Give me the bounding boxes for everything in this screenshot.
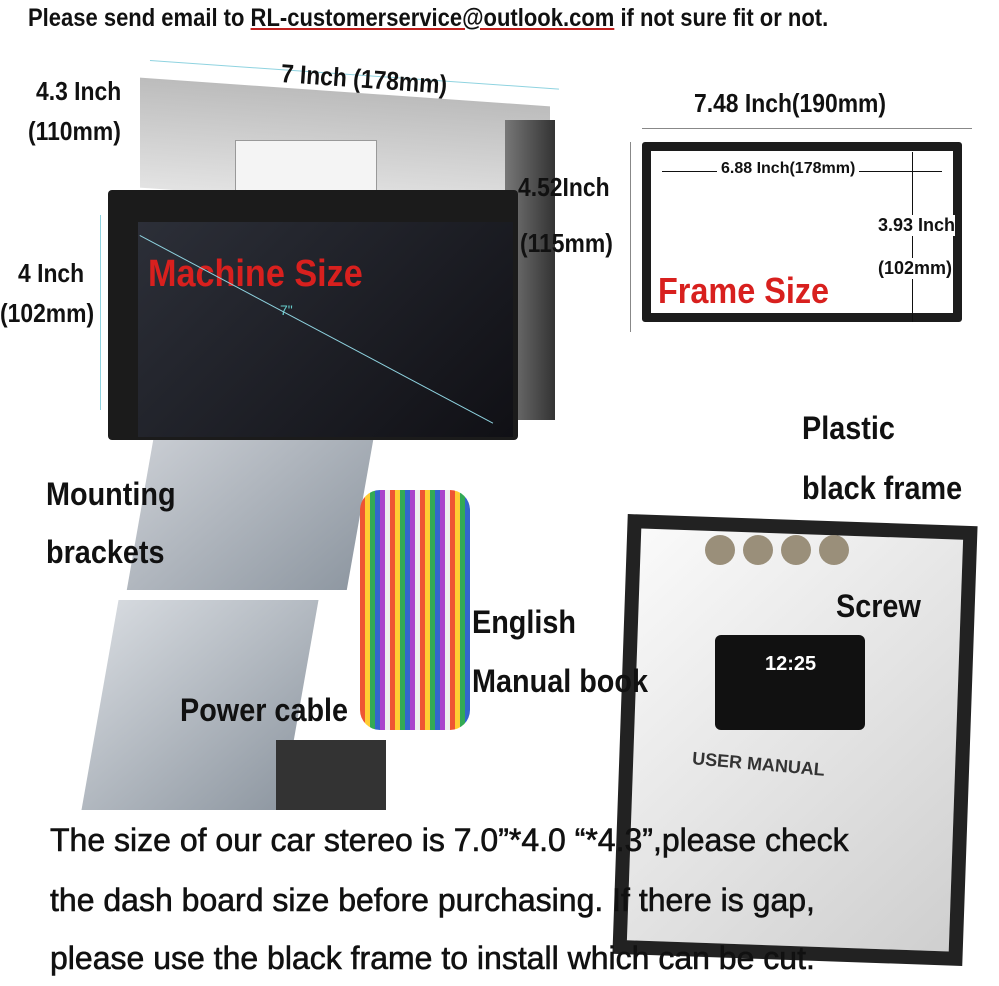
machine-height-label: 4 Inch — [18, 258, 85, 288]
front-height-mm-label: (115mm) — [520, 228, 613, 258]
contact-suffix: if not sure fit or not. — [614, 4, 829, 32]
machine-size-title: Machine Size — [148, 253, 363, 295]
footer-line-2: the dash board size before purchasing. I… — [50, 882, 816, 919]
mounting-brackets-label: Mounting — [46, 476, 176, 512]
power-cable-image — [360, 490, 470, 730]
manual-label: English — [472, 604, 577, 640]
frame-size-title: Frame Size — [658, 270, 830, 311]
mounting-brackets-label-2: brackets — [46, 534, 165, 570]
frame-inner-width-label: 6.88 Inch(178mm) — [717, 160, 860, 178]
front-height-label: 4.52Inch — [518, 172, 610, 202]
manual-screen-image: 12:25 — [715, 635, 865, 730]
machine-depth-mm-label: (110mm) — [28, 116, 121, 146]
frame-width-line — [642, 128, 972, 129]
frame-inner-height-label: 3.93 Inch — [878, 215, 956, 236]
frame-height-line — [630, 142, 631, 332]
frame-outer-width-label: 7.48 Inch(190mm) — [694, 88, 887, 118]
footer-line-1: The size of our car stereo is 7.0”*4.0 “… — [50, 822, 849, 859]
contact-prefix: Please send email to — [28, 4, 251, 32]
machine-height-mm-label: (102mm) — [0, 298, 95, 328]
contact-email-link[interactable]: RL-customerservice@outlook.com — [250, 4, 615, 32]
footer-line-3: please use the black frame to install wh… — [50, 940, 815, 977]
height-dimension-line — [100, 215, 101, 410]
manual-clock: 12:25 — [765, 653, 817, 675]
screws-image — [705, 535, 855, 585]
screw-label: Screw — [836, 588, 921, 624]
machine-depth-label: 4.3 Inch — [36, 76, 122, 106]
plastic-frame-label: Plastic — [802, 410, 895, 446]
manual-label-2: Manual book — [472, 663, 649, 699]
frame-inner-height-mm-label: (102mm) — [878, 258, 953, 279]
frame-image — [642, 142, 962, 322]
contact-banner: Please send email to RL-customerservice@… — [28, 4, 828, 33]
wire-harness-connector — [276, 740, 386, 810]
plastic-frame-label-2: black frame — [802, 470, 963, 506]
power-cable-label: Power cable — [180, 692, 349, 728]
inner-height-arrow — [912, 152, 913, 322]
